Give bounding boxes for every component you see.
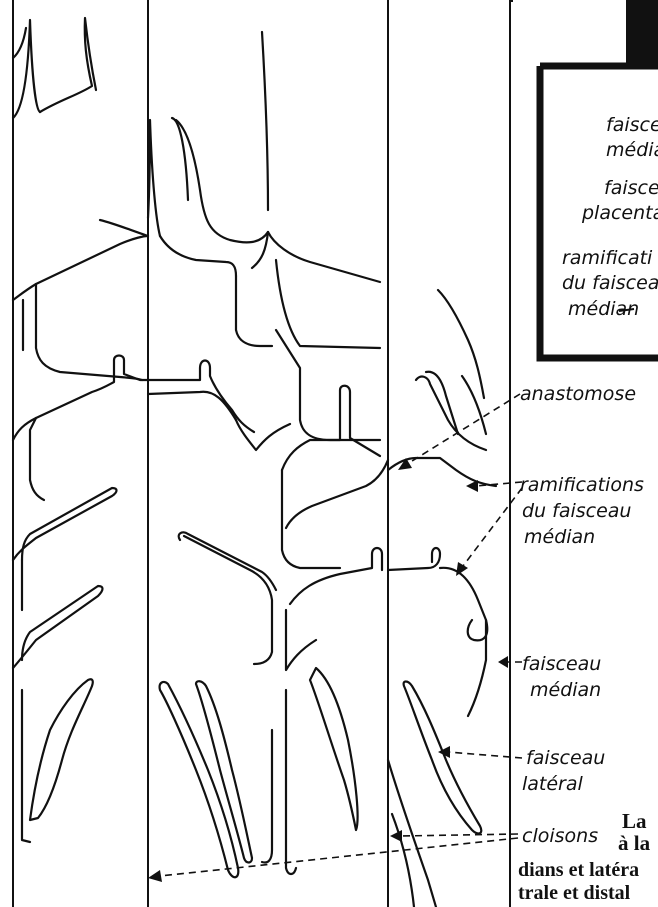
inset-label-4: placenta — [581, 202, 658, 224]
right-middle-veins — [176, 32, 388, 874]
callout-arrows — [148, 394, 522, 882]
label-faisceau-median-1: faisceau — [522, 653, 601, 675]
caption-line-1: La — [622, 809, 647, 833]
labels: anastomose ramifications du faisceau méd… — [520, 383, 644, 847]
label-anastomose: anastomose — [520, 383, 636, 405]
label-ramifications-2: du faisceau — [522, 500, 631, 522]
label-faisceau-median-2: médian — [530, 679, 601, 701]
label-ramifications-1: ramifications — [520, 474, 644, 496]
label-faisceau-lateral-1: faisceau — [526, 747, 605, 769]
label-faisceau-lateral-2: latéral — [522, 773, 584, 795]
caption-line-3: dians et latéra — [518, 859, 639, 881]
caption-line-4: trale et distal — [518, 882, 631, 904]
inset-label-6: du faiscea — [562, 272, 658, 294]
inset-label-1: faisce — [606, 114, 658, 136]
inset-label-5: ramificati — [562, 247, 653, 269]
inset-label-3: faisce — [604, 177, 658, 199]
right-column-veins — [388, 290, 496, 907]
inset-box: faisce média faisce placenta ramificati … — [512, 0, 658, 358]
caption-line-2: à la — [618, 831, 651, 855]
inset-label-2: média — [606, 139, 658, 161]
central-column-veins — [100, 118, 290, 877]
caption: La à la dians et latéra trale et distal — [518, 809, 651, 904]
label-cloisons: cloisons — [522, 825, 598, 847]
label-ramifications-3: médian — [524, 526, 595, 548]
